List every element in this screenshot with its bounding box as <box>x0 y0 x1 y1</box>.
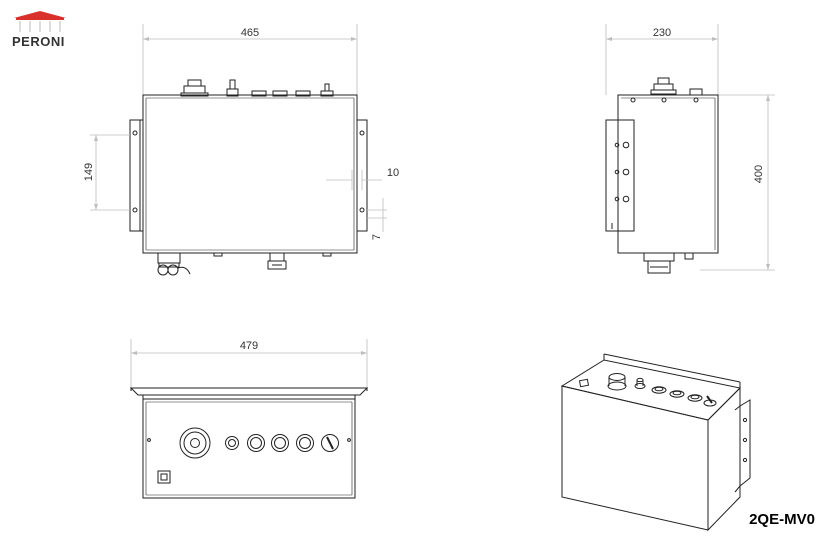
dim-side-width-label: 230 <box>653 27 671 39</box>
selector-top <box>226 79 239 97</box>
button-top <box>295 90 311 97</box>
top-view <box>90 24 387 276</box>
enclosure-side-body <box>617 94 719 254</box>
dim-bracket-span-label: 149 <box>83 163 95 181</box>
logo-roof-icon <box>14 11 66 18</box>
selector-switch-front <box>321 434 339 452</box>
dim-top-width <box>142 24 358 95</box>
cable-gland-right <box>267 252 287 270</box>
pushbutton-2 <box>271 434 289 452</box>
dim-front-width <box>130 339 368 388</box>
cable-gland-side <box>643 252 694 274</box>
button-side <box>689 88 703 96</box>
button-top <box>272 90 288 97</box>
isometric-view <box>560 353 751 532</box>
logo-roof-base <box>16 18 64 20</box>
iso-front-face <box>561 385 709 531</box>
rocker-switch-iso <box>578 378 590 388</box>
iso-top-face <box>560 359 742 421</box>
dim-side-width <box>605 24 719 95</box>
dim-bracket-offset-label: 7 <box>371 234 383 240</box>
pushbutton-iso-2 <box>669 390 685 398</box>
enclosure-front-body <box>142 398 356 499</box>
selector-iso <box>703 395 717 407</box>
enclosure-top-body <box>142 94 358 254</box>
selector-top <box>320 83 334 97</box>
model-label: 2QE-MV0 <box>749 511 815 528</box>
iso-right-face <box>707 386 741 532</box>
dim-bracket-gap-label: 10 <box>387 167 399 179</box>
emergency-stop-front <box>179 427 211 459</box>
mounting-bracket-iso <box>734 399 751 493</box>
cable-gland-left <box>157 252 191 276</box>
pushbutton-iso-3 <box>687 394 703 402</box>
side-view <box>605 24 775 274</box>
emergency-stop-iso <box>607 373 627 391</box>
pushbutton-3 <box>296 434 314 452</box>
mounting-bracket-right <box>356 119 368 232</box>
screw <box>147 438 151 442</box>
dim-side-height <box>700 94 775 271</box>
pushbutton-1 <box>247 434 265 452</box>
emergency-stop-side <box>650 77 677 95</box>
screw <box>693 97 699 103</box>
dim-bracket-offset <box>367 198 387 232</box>
button-top <box>251 90 267 97</box>
dim-side-height-label: 400 <box>753 165 765 183</box>
screw <box>630 97 636 103</box>
pushbutton-iso-1 <box>651 386 667 394</box>
brand-name: PERONI <box>12 34 65 49</box>
screw <box>661 97 667 103</box>
dim-bracket-span <box>90 134 130 211</box>
indicator-iso <box>634 377 646 389</box>
mounting-bracket-side <box>605 119 635 232</box>
dim-bracket-gap <box>326 170 382 190</box>
emergency-stop-top <box>180 79 209 97</box>
rocker-switch <box>157 470 171 484</box>
foot <box>213 252 223 257</box>
dim-top-width-label: 465 <box>241 27 259 39</box>
dim-front-width-label: 479 <box>240 340 258 352</box>
foot <box>322 252 332 257</box>
brand-logo: PERONI <box>12 11 66 49</box>
top-flange <box>129 387 369 396</box>
front-view <box>129 339 369 499</box>
indicator-light <box>225 436 239 450</box>
mounting-bracket-left <box>129 119 143 232</box>
screw <box>347 438 351 442</box>
